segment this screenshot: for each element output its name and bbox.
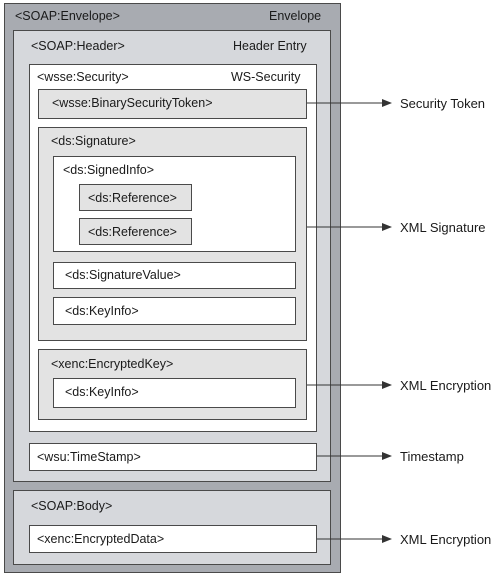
header-entry-label: Header Entry: [233, 39, 307, 53]
callout-xml-encryption: XML Encryption: [400, 378, 492, 393]
callout-timestamp: Timestamp: [400, 449, 464, 464]
wsu-timestamp-box: [29, 443, 317, 471]
xenc-encrypteddata-tag: <xenc:EncryptedData>: [37, 532, 165, 546]
callout-xml-signature: XML Signature: [400, 220, 486, 235]
xenc-encrypteddata-box: [29, 525, 317, 553]
ds-reference-box: [79, 184, 192, 211]
ds-keyinfo-tag: <ds:KeyInfo>: [65, 304, 139, 318]
soap-header-tag: <SOAP:Header>: [31, 39, 125, 53]
wsse-security-tag: <wsse:Security>: [37, 70, 129, 84]
callout-xml-encryption: XML Encryption: [400, 532, 492, 547]
soap-envelope-tag: <SOAP:Envelope>: [15, 9, 120, 23]
ds-keyinfo-box: [53, 378, 296, 408]
ds-signaturevalue-box: [53, 262, 296, 289]
ws-security-label: WS-Security: [231, 70, 301, 84]
binary-security-token-box: [38, 89, 307, 119]
ds-reference-box: [79, 218, 192, 245]
ds-signaturevalue-tag: <ds:SignatureValue>: [65, 268, 181, 282]
soap-body-tag: <SOAP:Body>: [31, 499, 113, 513]
ds-reference-tag: <ds:Reference>: [88, 225, 177, 239]
binary-security-token-tag: <wsse:BinarySecurityToken>: [52, 96, 213, 110]
ds-signature-tag: <ds:Signature>: [51, 134, 136, 148]
wsu-timestamp-tag: <wsu:TimeStamp>: [37, 450, 141, 464]
envelope-role-label: Envelope: [269, 9, 322, 23]
xenc-encryptedkey-tag: <xenc:EncryptedKey>: [51, 357, 174, 371]
callout-security-token: Security Token: [400, 96, 486, 111]
ds-keyinfo-tag: <ds:KeyInfo>: [65, 385, 139, 399]
ds-keyinfo-box: [53, 297, 296, 325]
ds-signedinfo-tag: <ds:SignedInfo>: [63, 163, 155, 177]
ds-reference-tag: <ds:Reference>: [88, 191, 177, 205]
